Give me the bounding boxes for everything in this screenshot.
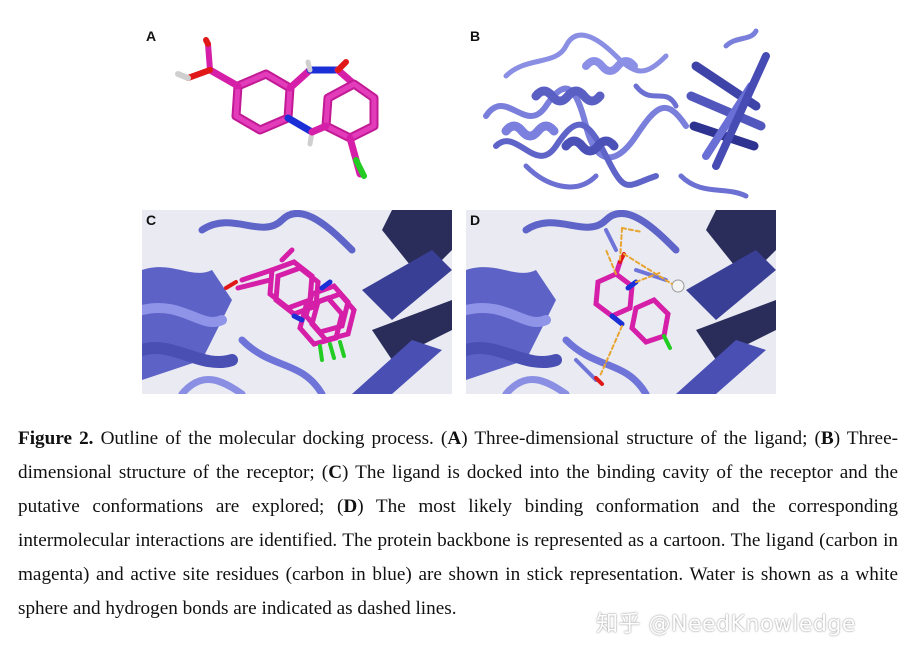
caption-ref-b: B (820, 428, 834, 449)
panel-d-binding-mode: D (466, 210, 776, 394)
caption-ref-a: A (447, 428, 462, 449)
caption-text-2: ) Three-dimensional structure of the lig… (461, 428, 821, 449)
caption-ref-d: D (343, 496, 358, 517)
figure-caption: Figure 2. Outline of the molecular docki… (18, 422, 898, 626)
panel-b-label: B (470, 28, 481, 44)
panel-c-label: C (146, 212, 157, 228)
ligand-molecule-image (175, 37, 379, 179)
docking-poses-image (142, 210, 452, 394)
panel-b-receptor-structure: B (466, 26, 776, 208)
panel-a-ligand-structure: A (142, 26, 444, 208)
receptor-cartoon-image (483, 28, 770, 199)
panel-c-docking-poses: C (142, 210, 452, 394)
caption-ref-c: C (328, 462, 343, 483)
panel-a-label: A (146, 28, 157, 44)
caption-text-4: ) The ligand is docked into the binding … (18, 462, 898, 517)
caption-text-1: Outline of the molecular docking process… (93, 428, 448, 449)
watermark: 知乎 @NeedKnowledge (596, 612, 856, 637)
figure-label: Figure 2. (18, 428, 94, 449)
panel-d-label: D (470, 212, 481, 228)
binding-mode-image (466, 210, 776, 394)
caption-text-3: ) Three-dimensional structure of the rec… (18, 428, 898, 483)
caption-text-5: ) The most likely binding conformation a… (18, 496, 898, 619)
